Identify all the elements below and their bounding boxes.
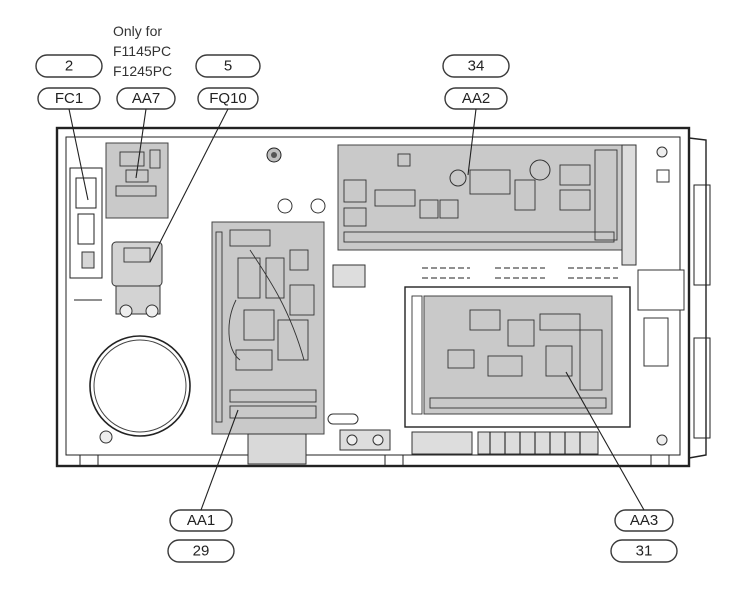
aa1-board (211, 221, 325, 435)
label-fq10: FQ10 (197, 87, 259, 110)
label-aa1-text: AA1 (187, 512, 215, 529)
leader-aa7 (135, 108, 147, 179)
aa7-board (105, 142, 169, 219)
capacitor (89, 335, 191, 444)
label-2-text: 2 (65, 58, 73, 75)
leader-aa2 (467, 108, 477, 176)
label-2: 2 (35, 54, 103, 78)
top-screw (266, 147, 282, 163)
label-aa7-text: AA7 (132, 90, 160, 107)
note-line-3: F1245PC (113, 63, 172, 79)
aa2-board (337, 144, 623, 251)
cable-clip (327, 413, 359, 425)
leader-fq10 (149, 108, 229, 263)
label-aa1: AA1 (169, 509, 233, 532)
label-5-text: 5 (224, 58, 232, 75)
label-31-text: 31 (636, 543, 653, 560)
label-29: 29 (167, 539, 235, 563)
label-34-text: 34 (468, 58, 485, 75)
fq10-thermostat (111, 241, 163, 318)
bottom-terminal-row (411, 431, 599, 455)
label-aa3: AA3 (614, 509, 674, 532)
vent-slots (422, 267, 618, 279)
note-line-1: Only for (113, 23, 162, 39)
label-34: 34 (442, 54, 510, 78)
aa1-connector (247, 433, 307, 465)
label-fc1: FC1 (37, 87, 101, 110)
label-31: 31 (610, 539, 678, 563)
fc1-breaker (69, 167, 103, 301)
label-29-text: 29 (193, 543, 210, 560)
label-aa2: AA2 (444, 87, 508, 110)
note-line-2: F1145PC (113, 43, 171, 59)
label-aa7: AA7 (116, 87, 176, 110)
label-5: 5 (195, 54, 261, 78)
leader-aa1 (200, 409, 239, 511)
relay-block (332, 264, 366, 288)
label-aa2-text: AA2 (462, 90, 490, 107)
hole-left (277, 198, 293, 214)
hole-right (310, 198, 326, 214)
right-connector-strip (621, 144, 685, 446)
aa3-enclosure (404, 286, 631, 428)
label-fc1-text: FC1 (55, 90, 83, 107)
leader-lines (68, 108, 645, 511)
terminal-block-middle (339, 429, 391, 451)
label-aa3-text: AA3 (630, 512, 658, 529)
leader-fc1 (68, 108, 89, 201)
leader-aa3 (565, 371, 645, 511)
label-fq10-text: FQ10 (209, 90, 247, 107)
